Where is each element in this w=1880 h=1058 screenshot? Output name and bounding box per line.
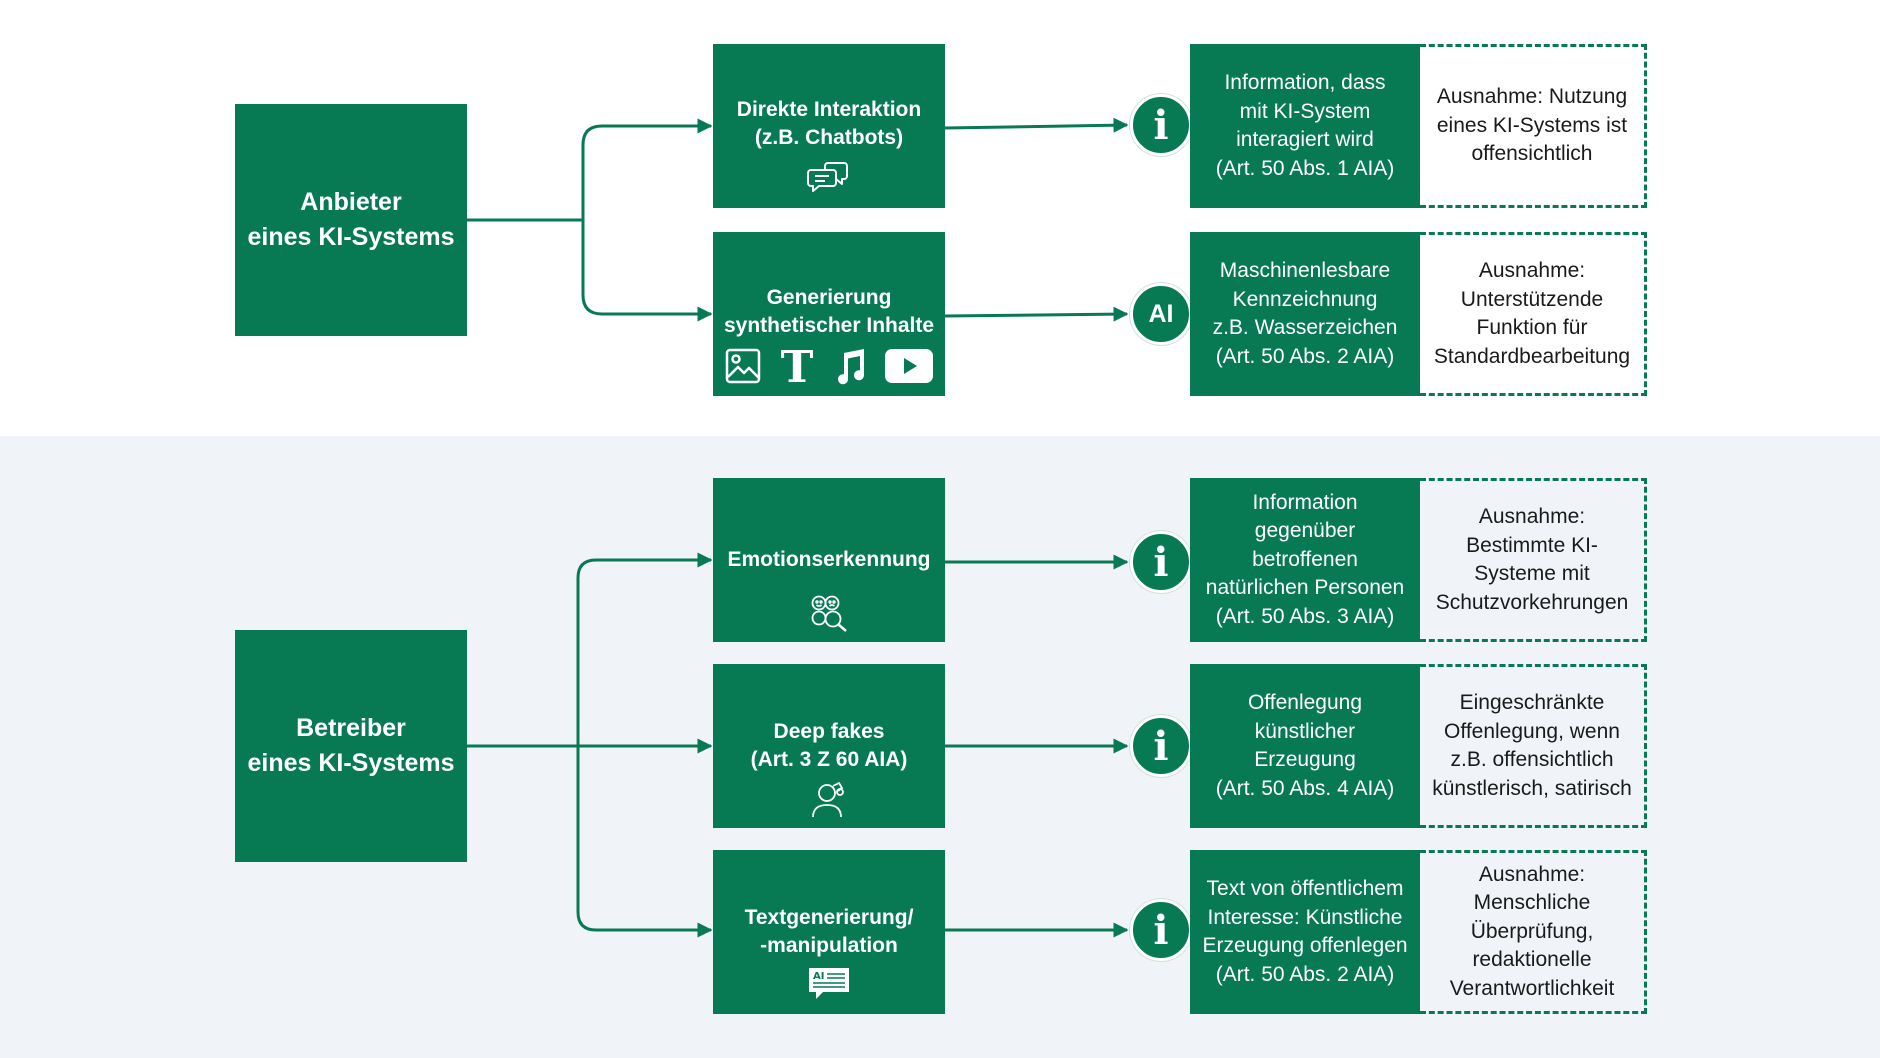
provider-connector-branch-1 [581,118,713,220]
obligation-2-line1: Maschinenlesbare [1219,259,1391,282]
exception-box-3: Ausnahme: Bestimmte KI- Systeme mit Schu… [1420,478,1647,642]
exception-box-2: Ausnahme: Unterstützende Funktion für St… [1420,232,1647,396]
exception-1-line1: Ausnahme: Nutzung [1436,85,1628,109]
exception-5-line5: Verantwortlichkeit [1449,976,1615,1000]
case-text-generation: Textgenerierung/ -manipulation AI [713,850,945,1014]
info-badge-5: i [1130,899,1192,961]
obligation-box-1: Information, dass mit KI-System interagi… [1190,44,1420,208]
obligation-5-line4: (Art. 50 Abs. 2 AIA) [1215,962,1395,986]
actor-deployer-line2: eines KI-Systems [247,749,455,777]
exception-3-line4: Schutzvorkehrungen [1435,590,1629,614]
exception-5-line2: Menschliche [1473,891,1591,915]
case-2-line2: synthetischer Inhalte [723,314,935,337]
obligation-4-line3: Erzeugung [1254,748,1356,771]
obligation-1-line3: interagiert wird [1236,128,1374,151]
obligation-4-line4: (Art. 50 Abs. 4 AIA) [1215,776,1395,800]
obligation-box-4: Offenlegung künstlicher Erzeugung (Art. … [1190,664,1420,828]
case-5-line1: Textgenerierung/ [744,906,914,929]
case-4-line1: Deep fakes [773,720,885,743]
ai-document-icon: AI [809,968,849,999]
case-deep-fakes: Deep fakes (Art. 3 Z 60 AIA) [713,664,945,828]
exception-2-line1: Ausnahme: [1478,259,1586,282]
obligation-box-2: Maschinenlesbare Kennzeichnung z.B. Wass… [1190,232,1420,396]
case-2-line1: Generierung [766,286,892,309]
obligation-box-5: Text von öffentlichem Interesse: Künstli… [1190,850,1420,1014]
exception-4-line3: z.B. offensichtlich [1450,748,1614,771]
actor-deployer-line1: Betreiber [296,714,406,742]
exception-2-line3: Funktion für [1476,316,1588,339]
actor-provider: Anbieter eines KI-Systems [235,104,467,336]
person-face-icon [812,781,844,818]
exception-2-line4: Standardbearbeitung [1433,344,1631,368]
exception-4-line4: künstlerisch, satirisch [1432,776,1632,800]
case-to-badge-2 [944,306,1129,322]
info-badge-3: i [1130,531,1192,593]
music-note-icon [838,349,865,385]
obligation-2-line3: z.B. Wasserzeichen [1212,316,1398,339]
svg-text:AI: AI [813,971,824,982]
ai-badge-2: AI [1130,283,1192,345]
obligation-5-line1: Text von öffentlichem [1206,877,1404,900]
case-synthetic-content: Generierung synthetischer Inhalte T [713,232,945,396]
obligation-3-line2: gegenüber [1254,519,1356,543]
chat-bubbles-icon [807,162,848,192]
obligation-1-line2: mit KI-System [1239,99,1371,123]
exception-2-line2: Unterstützende [1460,287,1604,311]
obligation-1-line4: (Art. 50 Abs. 1 AIA) [1215,156,1395,180]
obligation-3-line3: betroffenen [1252,547,1358,571]
faces-magnifier-icon [811,595,847,632]
exception-1-line2: eines KI-Systems ist [1436,113,1628,137]
exception-3-line2: Bestimmte KI- [1466,533,1598,557]
obligation-1-line1: Information, dass [1224,71,1386,94]
obligation-4-line1: Offenlegung [1247,691,1363,714]
obligation-5-line3: Erzeugung offenlegen [1202,934,1408,957]
actor-deployer: Betreiber eines KI-Systems [235,630,467,862]
play-video-icon [885,349,933,383]
case-1-line1: Direkte Interaktion [736,98,922,121]
case-emotion-recognition: Emotionserkennung [713,478,945,642]
case-to-badge-1 [944,117,1129,133]
exception-box-5: Ausnahme: Menschliche Überprüfung, redak… [1420,850,1647,1014]
deployer-connector-branch-1 [576,552,713,746]
case-1-line2: (z.B. Chatbots) [754,126,904,149]
info-badge-4: i [1130,715,1192,777]
obligation-box-3: Information gegenüber betroffenen natürl… [1190,478,1420,642]
exception-box-1: Ausnahme: Nutzung eines KI-Systems ist o… [1420,44,1647,208]
obligation-3-line4: natürlichen Personen [1205,576,1405,600]
exception-5-line1: Ausnahme: [1478,862,1586,886]
exception-box-4: Eingeschränkte Offenlegung, wenn z.B. of… [1420,664,1647,828]
deployer-connector-branch-3 [576,746,713,938]
exception-5-line3: Überprüfung, [1470,919,1594,943]
exception-3-line1: Ausnahme: [1478,505,1586,528]
info-badge-1: i [1130,94,1192,156]
provider-connector-branch-2 [581,220,713,322]
actor-provider-line1: Anbieter [300,188,402,216]
obligation-2-line2: Kennzeichnung [1232,287,1378,311]
text-t-icon: T [781,346,814,386]
case-direct-interaction: Direkte Interaktion (z.B. Chatbots) [713,44,945,208]
obligation-4-line2: künstlicher [1254,719,1356,743]
image-icon [725,348,761,384]
exception-5-line4: redaktionelle [1472,948,1592,972]
case-4-line2: (Art. 3 Z 60 AIA) [750,748,908,771]
obligation-3-line5: (Art. 50 Abs. 3 AIA) [1215,604,1395,628]
obligation-3-line1: Information [1252,490,1358,514]
exception-3-line3: Systeme mit [1474,562,1590,585]
exception-4-line2: Offenlegung, wenn [1444,719,1620,743]
obligation-2-line4: (Art. 50 Abs. 2 AIA) [1215,344,1395,368]
obligation-5-line2: Interesse: Künstliche [1207,905,1403,929]
exception-1-line3: offensichtlich [1471,142,1593,166]
case-5-line2: -manipulation [760,934,898,957]
exception-4-line1: Eingeschränkte [1459,691,1605,714]
svg-text:T: T [781,346,814,386]
actor-provider-line2: eines KI-Systems [247,223,455,251]
case-3-line1: Emotionserkennung [727,548,931,571]
